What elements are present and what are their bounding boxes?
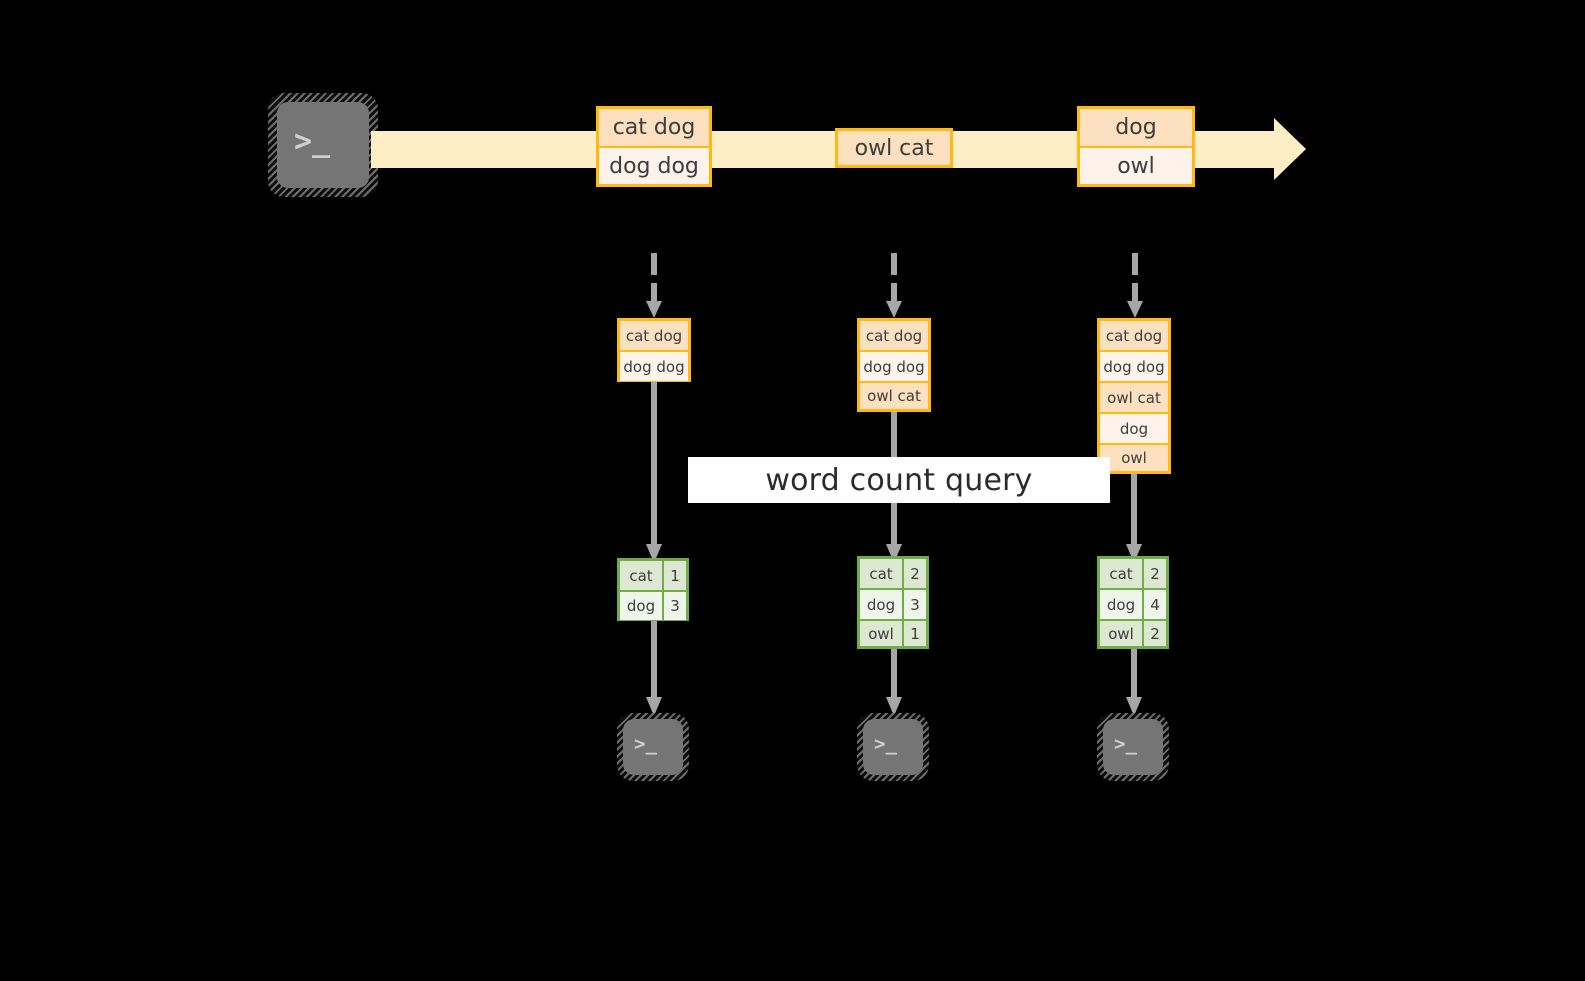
table-row: cat 1 [620,561,686,592]
event-group-1[interactable]: cat dog dog dog [596,106,712,187]
result-table-1[interactable]: cat 1 dog 3 [617,558,689,621]
arrow-head [886,301,902,318]
source-terminal-screen [277,102,369,188]
sink-terminal-3: >_ [1097,713,1169,781]
state-3[interactable]: cat dog dog dog owl cat dog owl [1097,318,1171,474]
result-count: 1 [904,621,926,646]
result-word: cat [1100,559,1144,588]
result-count: 1 [664,561,686,590]
state-row: owl cat [860,383,928,409]
result-count: 3 [664,592,686,620]
stream-to-state-arrow-1 [646,253,662,318]
arrow-head [1127,301,1143,318]
query-band: word count query [688,457,1110,503]
sink-terminal-screen [1103,719,1163,775]
event-row: owl cat [838,131,950,165]
table-row: cat 2 [1100,559,1166,590]
result-count: 2 [1144,559,1166,588]
stream-to-state-arrow-3 [1127,253,1143,318]
table-row: dog 3 [620,592,686,620]
state-row: cat dog [1100,321,1168,352]
state-row: cat dog [620,321,688,352]
result-word: cat [860,559,904,588]
result-word: owl [1100,621,1144,646]
table-row: owl 1 [860,621,926,646]
state-1[interactable]: cat dog dog dog [617,318,691,382]
arrow-line [651,382,657,546]
state-row: dog dog [620,352,688,381]
table-row: owl 2 [1100,621,1166,646]
result-to-sink-arrow-2 [886,649,902,717]
terminal-prompt-icon: >_ [874,733,897,755]
event-row: dog [1080,109,1192,148]
result-count: 3 [904,590,926,619]
result-word: dog [1100,590,1144,619]
table-row: dog 4 [1100,590,1166,621]
state-row: dog dog [1100,352,1168,383]
result-table-3[interactable]: cat 2 dog 4 owl 2 [1097,556,1169,649]
query-label: word count query [765,462,1033,498]
state-to-result-arrow-1 [646,382,662,564]
arrow-head [646,301,662,318]
stream-to-state-arrow-2 [886,253,902,318]
terminal-prompt-icon: >_ [1114,733,1137,755]
source-terminal: >_ [268,93,378,197]
terminal-prompt-icon: >_ [294,124,331,159]
result-count: 2 [904,559,926,588]
table-row: cat 2 [860,559,926,590]
stream-arrow-head [1274,118,1306,180]
result-to-sink-arrow-3 [1126,649,1142,717]
table-row: dog 3 [860,590,926,621]
arrow-line [891,649,897,699]
arrow-line [651,253,657,275]
arrow-line [1132,283,1138,303]
result-word: owl [860,621,904,646]
sink-terminal-screen [863,719,923,775]
state-row: owl [1100,445,1168,471]
event-group-3[interactable]: dog owl [1077,106,1195,187]
result-to-sink-arrow-1 [646,621,662,717]
arrow-head [646,697,662,716]
sink-terminal-screen [623,719,683,775]
arrow-line [1131,474,1137,546]
arrow-line [1132,253,1138,275]
terminal-prompt-icon: >_ [634,733,657,755]
state-2[interactable]: cat dog dog dog owl cat [857,318,931,412]
arrow-head [1126,697,1142,716]
event-row: owl [1080,148,1192,184]
result-word: cat [620,561,664,590]
arrow-line [891,253,897,275]
state-row: dog [1100,414,1168,445]
sink-terminal-2: >_ [857,713,929,781]
state-row: dog dog [860,352,928,383]
result-count: 4 [1144,590,1166,619]
sink-terminal-1: >_ [617,713,689,781]
arrow-line [651,621,657,699]
event-group-2[interactable]: owl cat [835,128,953,168]
result-count: 2 [1144,621,1166,646]
arrow-line [1131,649,1137,699]
event-row: dog dog [599,148,709,184]
arrow-head [886,697,902,716]
state-row: owl cat [1100,383,1168,414]
result-table-2[interactable]: cat 2 dog 3 owl 1 [857,556,929,649]
event-row: cat dog [599,109,709,148]
result-word: dog [620,592,664,620]
state-row: cat dog [860,321,928,352]
arrow-line [651,283,657,303]
arrow-line [891,283,897,303]
result-word: dog [860,590,904,619]
state-to-result-arrow-3 [1126,474,1142,564]
